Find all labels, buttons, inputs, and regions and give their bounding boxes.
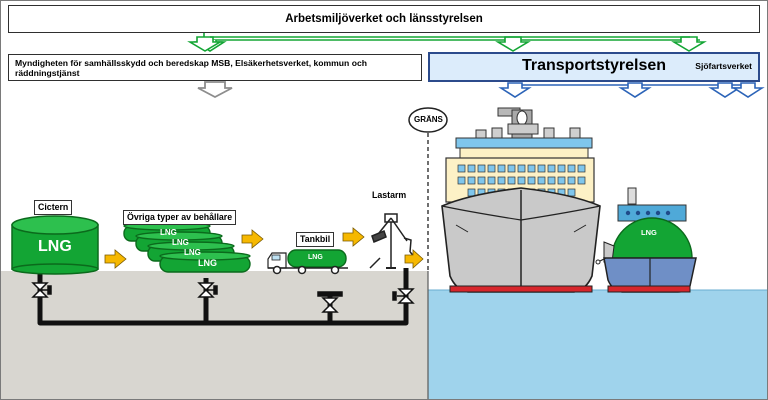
container-lng-label-2: LNG bbox=[172, 238, 189, 247]
green-arrow-left bbox=[187, 36, 223, 52]
container-lng-label-3: LNG bbox=[184, 248, 201, 257]
authority-land-text: Myndigheten för samhällsskydd och bereds… bbox=[15, 57, 367, 78]
container-stack bbox=[123, 221, 251, 273]
border-ellipse bbox=[408, 107, 448, 133]
ship-lng-label: LNG bbox=[641, 228, 657, 237]
green-arrow-right bbox=[671, 36, 707, 52]
valves bbox=[31, 282, 415, 313]
orange-arrows bbox=[104, 227, 424, 269]
blue-arrows bbox=[498, 82, 765, 98]
authority-land-box: Myndigheten för samhällsskydd och bereds… bbox=[8, 54, 422, 81]
border-label: GRÄNS bbox=[414, 115, 443, 124]
cistern-tank bbox=[11, 215, 99, 275]
cistern-lng-label: LNG bbox=[38, 238, 72, 255]
tanker-truck bbox=[267, 249, 348, 275]
valve-containers bbox=[197, 282, 218, 298]
green-arrows bbox=[193, 33, 700, 52]
cruise-ship bbox=[441, 107, 601, 293]
authority-sea-title: Transportstyrelsen bbox=[521, 57, 667, 74]
truck-lng-label: LNG bbox=[308, 254, 323, 261]
tanker-truck-label: Tankbil bbox=[296, 232, 335, 247]
authority-sea-box: Transportstyrelsen Sjöfartsverket bbox=[428, 52, 760, 82]
valve-truck bbox=[317, 291, 343, 313]
authority-top-box: Arbetsmiljöverket och länsstyrelsen bbox=[8, 5, 760, 33]
sea-water bbox=[428, 290, 767, 399]
grey-arrow bbox=[197, 81, 233, 99]
containers-label: Övriga typer av behållare bbox=[123, 210, 237, 225]
authority-sea-subtitle: Sjöfartsverket bbox=[695, 61, 752, 71]
cistern-label: Cictern bbox=[34, 200, 73, 215]
green-arrow-mid bbox=[495, 36, 531, 52]
lng-ship bbox=[595, 187, 697, 293]
container-lng-label-4: LNG bbox=[198, 258, 217, 268]
container-lng-label-1: LNG bbox=[160, 228, 177, 237]
valve-arm bbox=[392, 288, 415, 304]
authority-top-text: Arbetsmiljöverket och länsstyrelsen bbox=[285, 13, 483, 25]
loading-arm-label: Lastarm bbox=[372, 190, 407, 200]
valve-cistern bbox=[31, 282, 52, 298]
